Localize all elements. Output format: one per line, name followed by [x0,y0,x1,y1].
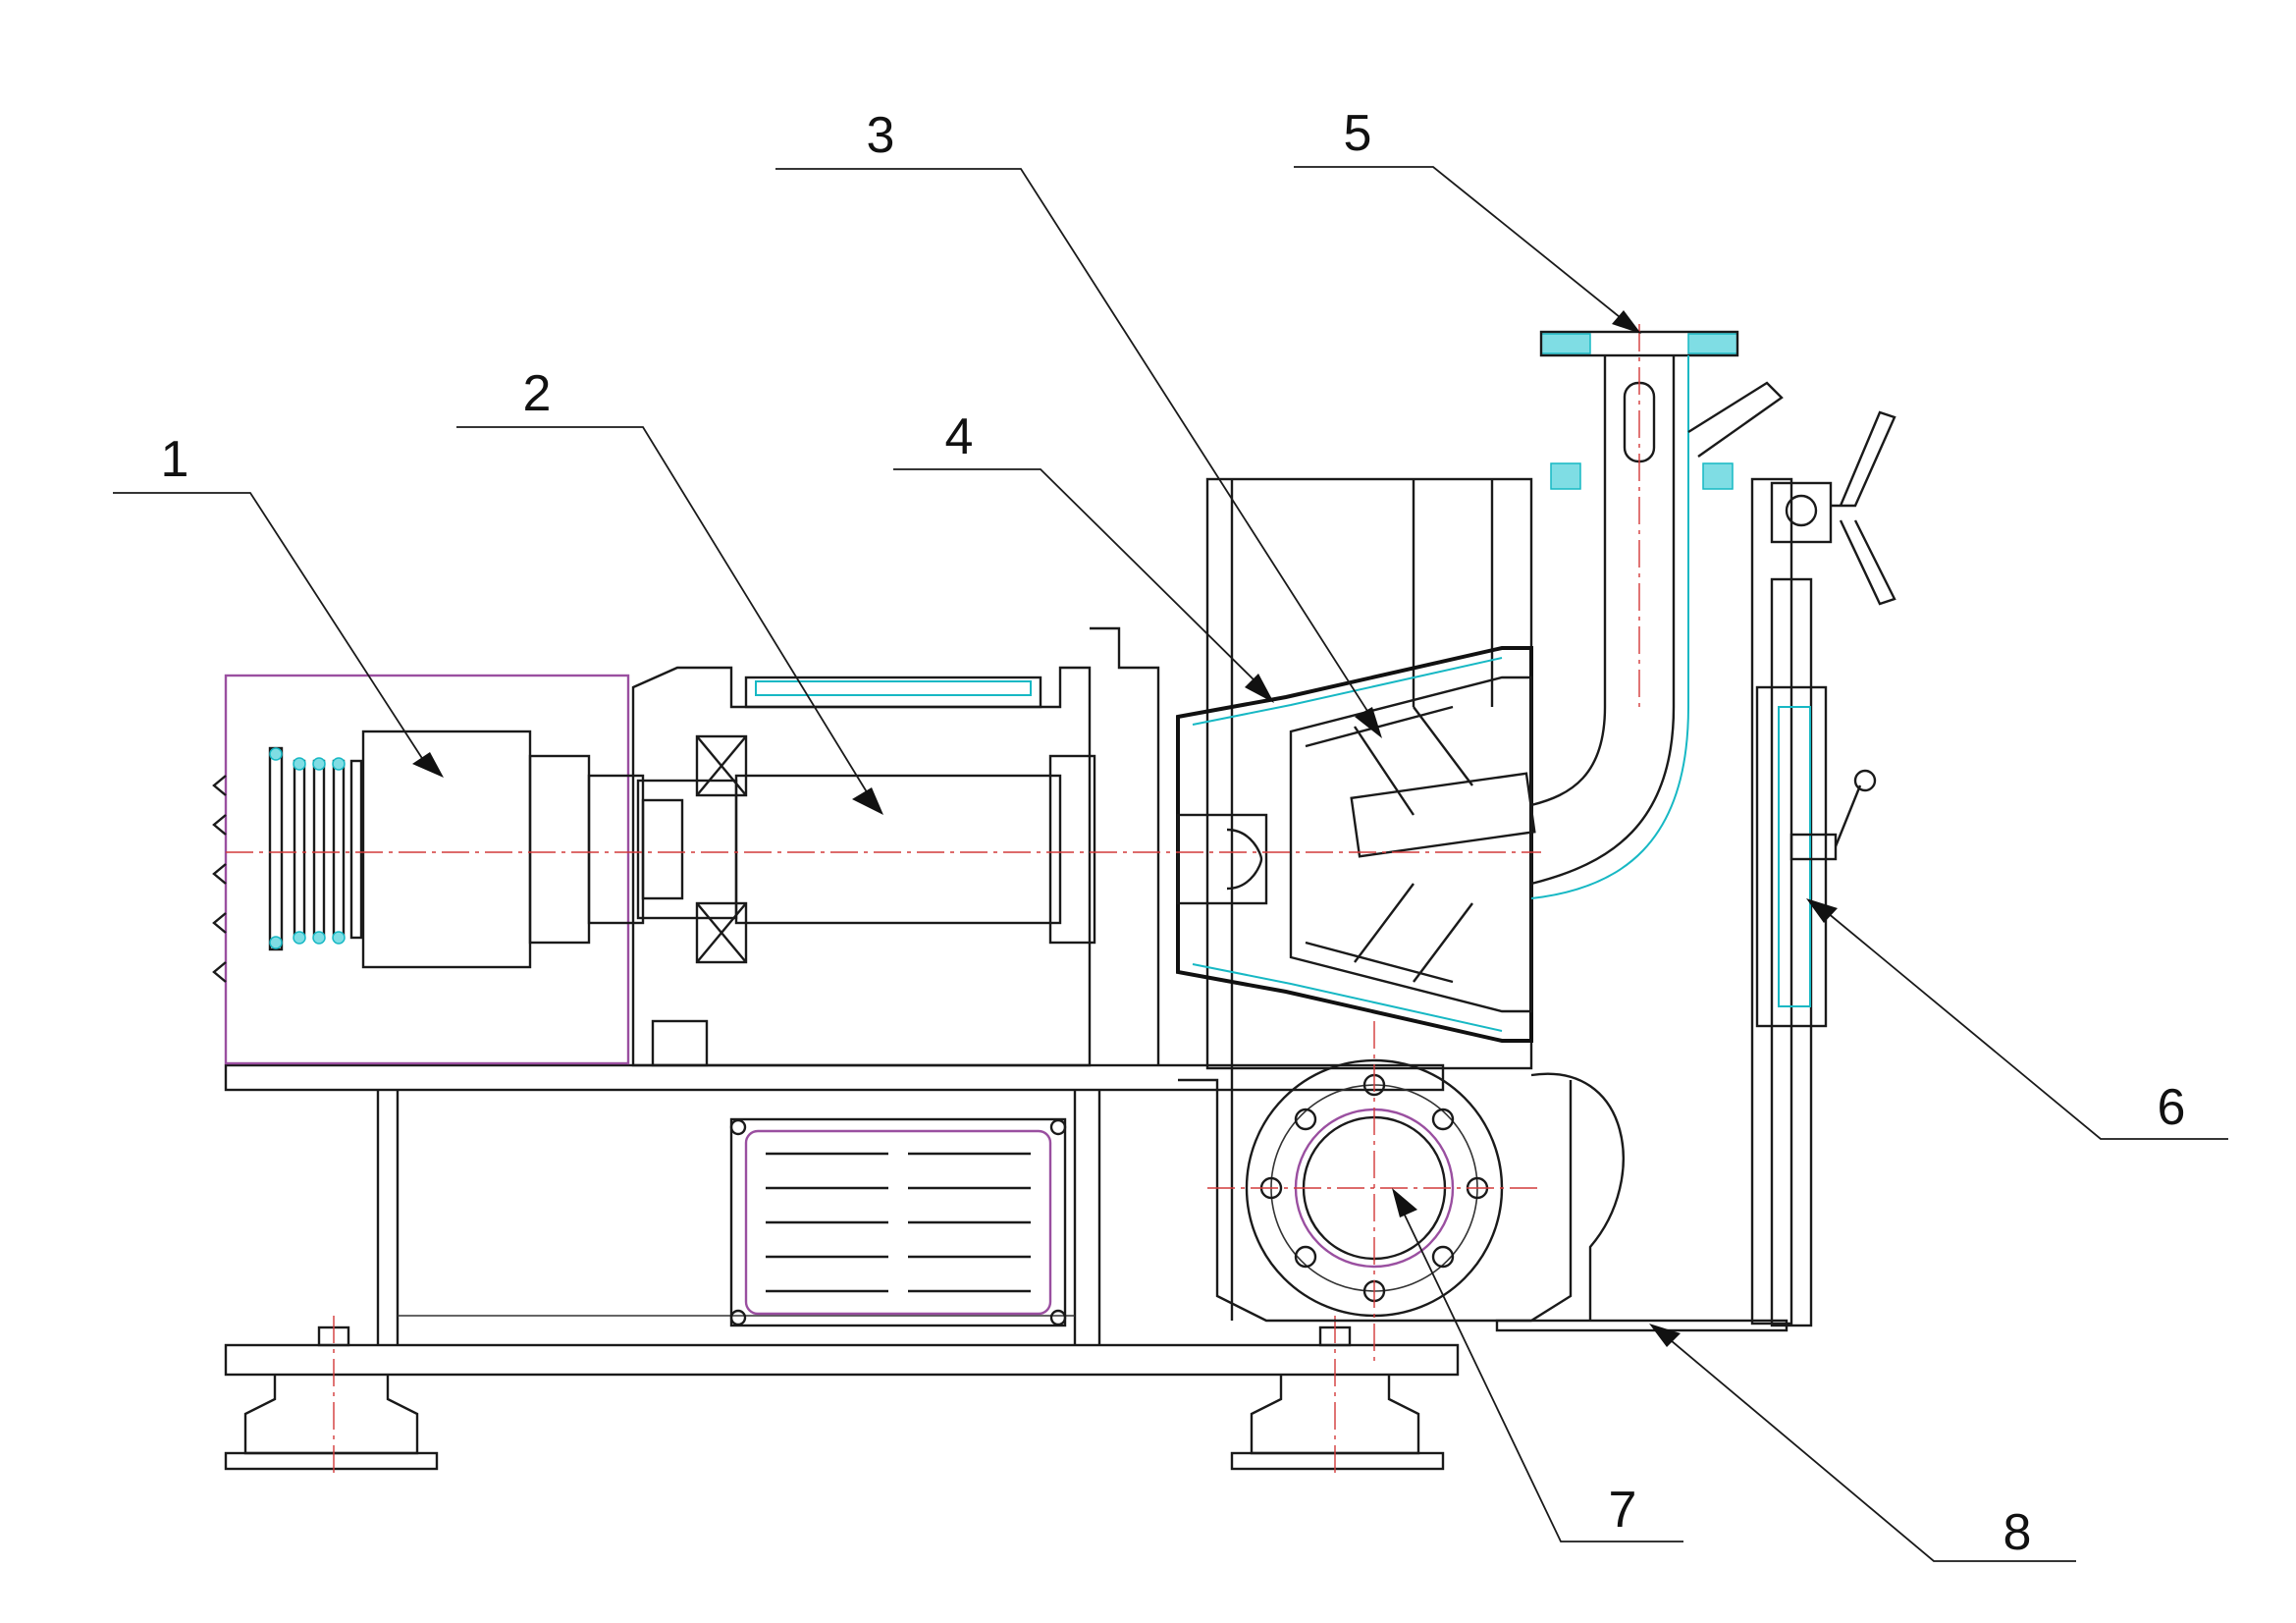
inlet-pipe [1350,330,1784,899]
label-4: 4 [945,408,974,465]
vibration-foot-right [1230,1316,1445,1473]
motor-fins [268,746,363,951]
label-6: 6 [2158,1079,2186,1136]
pump-casing [1090,477,1625,1323]
label-8: 8 [2003,1504,2032,1561]
motor [212,674,684,1065]
part-labels: 1 2 3 4 5 6 7 8 [161,105,2186,1561]
label-1: 1 [161,431,189,488]
label-5: 5 [1344,105,1372,162]
conical-rotor [1176,646,1533,1043]
label-3: 3 [867,107,895,164]
centerlines [226,324,1640,1365]
vent-grille [729,1117,1067,1327]
leader-lines [113,166,2228,1562]
bearing-housing [631,666,1096,1067]
vibration-foot-left [224,1316,439,1473]
adjuster-assembly [1495,410,1896,1332]
label-2: 2 [523,365,552,422]
label-7: 7 [1609,1482,1637,1539]
